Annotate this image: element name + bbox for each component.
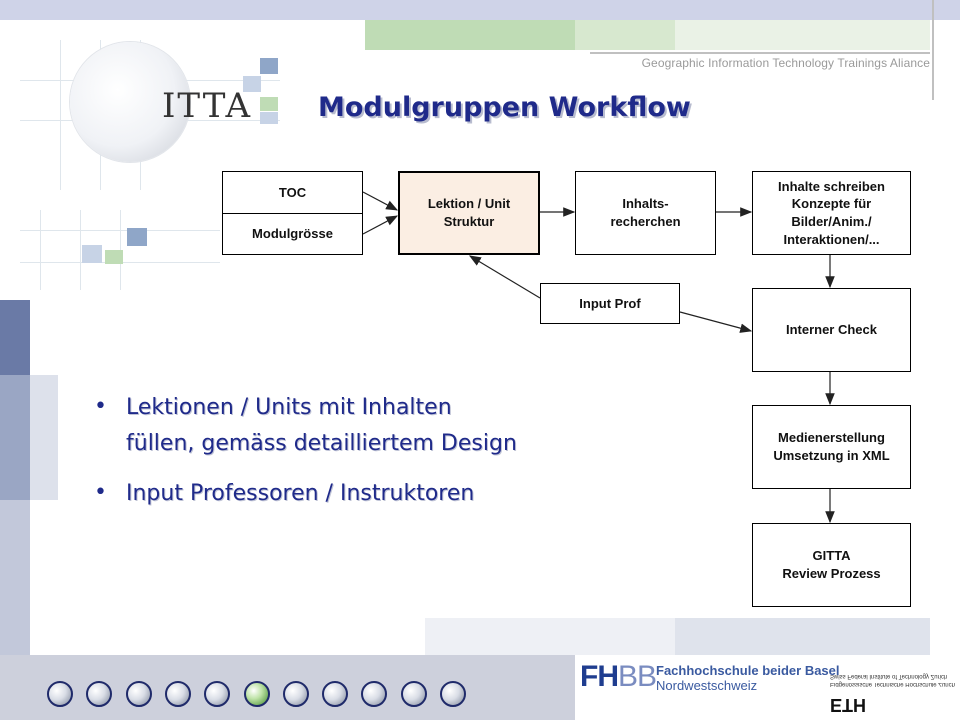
grid-square [260,58,278,74]
box-gitta-review: GITTA Review Prozess [752,523,911,607]
box-toc-bottom: Modulgrösse [223,213,362,255]
grid-line [20,230,220,231]
eth-logo: ETH [830,695,866,715]
box-gitta-label: GITTA Review Prozess [782,548,881,581]
nav-dot-button[interactable] [204,681,231,707]
top-band [0,0,960,20]
logo-text: ITTA [162,86,253,126]
bottom-block [675,618,930,655]
left-bar [0,500,30,655]
nav-dot-button[interactable] [86,681,113,707]
box-medienerstellung-label: Medienerstellung Umsetzung in XML [773,430,890,463]
nav-dot-button[interactable] [164,681,191,707]
box-toc: TOC Modulgrösse [222,171,363,255]
arrow-modulgroesse-to-lektion [362,215,399,235]
bullet-marker: • [94,394,107,419]
nav-dot-button[interactable] [47,681,73,707]
fhbb-logo-bb: BB [618,660,657,693]
box-medienerstellung: Medienerstellung Umsetzung in XML [752,405,911,489]
grid-square [127,228,147,246]
box-interner-check-label: Interner Check [785,322,878,338]
nav-dot-button[interactable] [125,681,152,707]
box-inhaltsrecherchen-label: Inhalts- recherchen [610,196,681,229]
grid-line [40,210,41,290]
top-block [575,20,675,50]
box-input-prof: Input Prof [540,283,680,324]
arrow-inputprof-to-lektion [468,255,541,299]
grid-square [243,76,261,92]
fhbb-sub-line: Nordwestschweiz [656,678,758,693]
left-bar [0,375,30,500]
header-divider [590,52,930,54]
bottom-block [425,618,675,655]
box-inhaltsrecherchen: Inhalts- recherchen [575,171,716,255]
nav-dot-button[interactable] [361,681,388,707]
page-title: Modulgruppen Workflow [318,92,691,123]
grid-square [82,245,102,263]
box-interner-check: Interner Check [752,288,911,372]
logo-globe-icon [70,42,190,162]
grid-line [80,210,81,290]
grid-square [260,112,278,124]
fhbb-logo-fh: FH [580,660,619,693]
grid-square [105,250,123,264]
box-toc-top: TOC [223,172,362,214]
nav-dot-button[interactable] [282,681,309,707]
grid-line [60,40,61,190]
box-inhalte-label: Inhalte schreiben Konzepte für Bilder/An… [778,178,885,247]
bullet-item: • Lektionen / Units mit Inhalten füllen,… [94,390,694,462]
footer-logo-area [575,655,960,720]
eth-name-line: Eidgenössische Technische Hochschule Zür… [830,681,955,687]
box-lektion-label: Lektion / Unit Struktur [427,196,511,229]
header-vertical-divider [932,0,934,100]
left-bar [0,300,30,375]
nav-dot-button[interactable] [400,681,427,707]
alliance-label: Geographic Information Technology Traini… [641,56,930,70]
bullet-item: • Input Professoren / Instruktoren [94,476,694,512]
nav-dot-button[interactable] [243,681,270,707]
bullet-marker: • [94,480,107,505]
eth-name-line: Swiss Federal Institute of Technology Zu… [830,673,948,679]
fhbb-logo: FHBB [580,660,657,694]
box-toc-label: TOC [278,184,307,200]
bullet-text: Lektionen / Units mit Inhalten füllen, g… [126,395,517,456]
nav-dot-button[interactable] [440,681,466,707]
grid-square [260,97,278,111]
arrow-inputprof-to-check [679,311,753,333]
box-modulgroesse-label: Modulgrösse [252,226,333,242]
box-input-prof-label: Input Prof [579,295,641,311]
fhbb-name: Fachhochschule beider Basel Nordwestschw… [656,663,840,693]
top-block [365,20,575,50]
left-bar-light [30,375,58,500]
fhbb-name-line: Fachhochschule beider Basel [656,663,840,678]
box-inhalte-schreiben: Inhalte schreiben Konzepte für Bilder/An… [752,171,911,255]
arrow-toc-to-lektion [362,191,399,211]
bullet-list: • Lektionen / Units mit Inhalten füllen,… [94,390,694,526]
nav-dot-button[interactable] [322,681,349,707]
box-lektion: Lektion / Unit Struktur [398,171,540,255]
eth-name: Eidgenössische Technische Hochschule Zür… [830,672,960,688]
top-block [675,20,930,50]
bullet-text: Input Professoren / Instruktoren [126,481,475,506]
